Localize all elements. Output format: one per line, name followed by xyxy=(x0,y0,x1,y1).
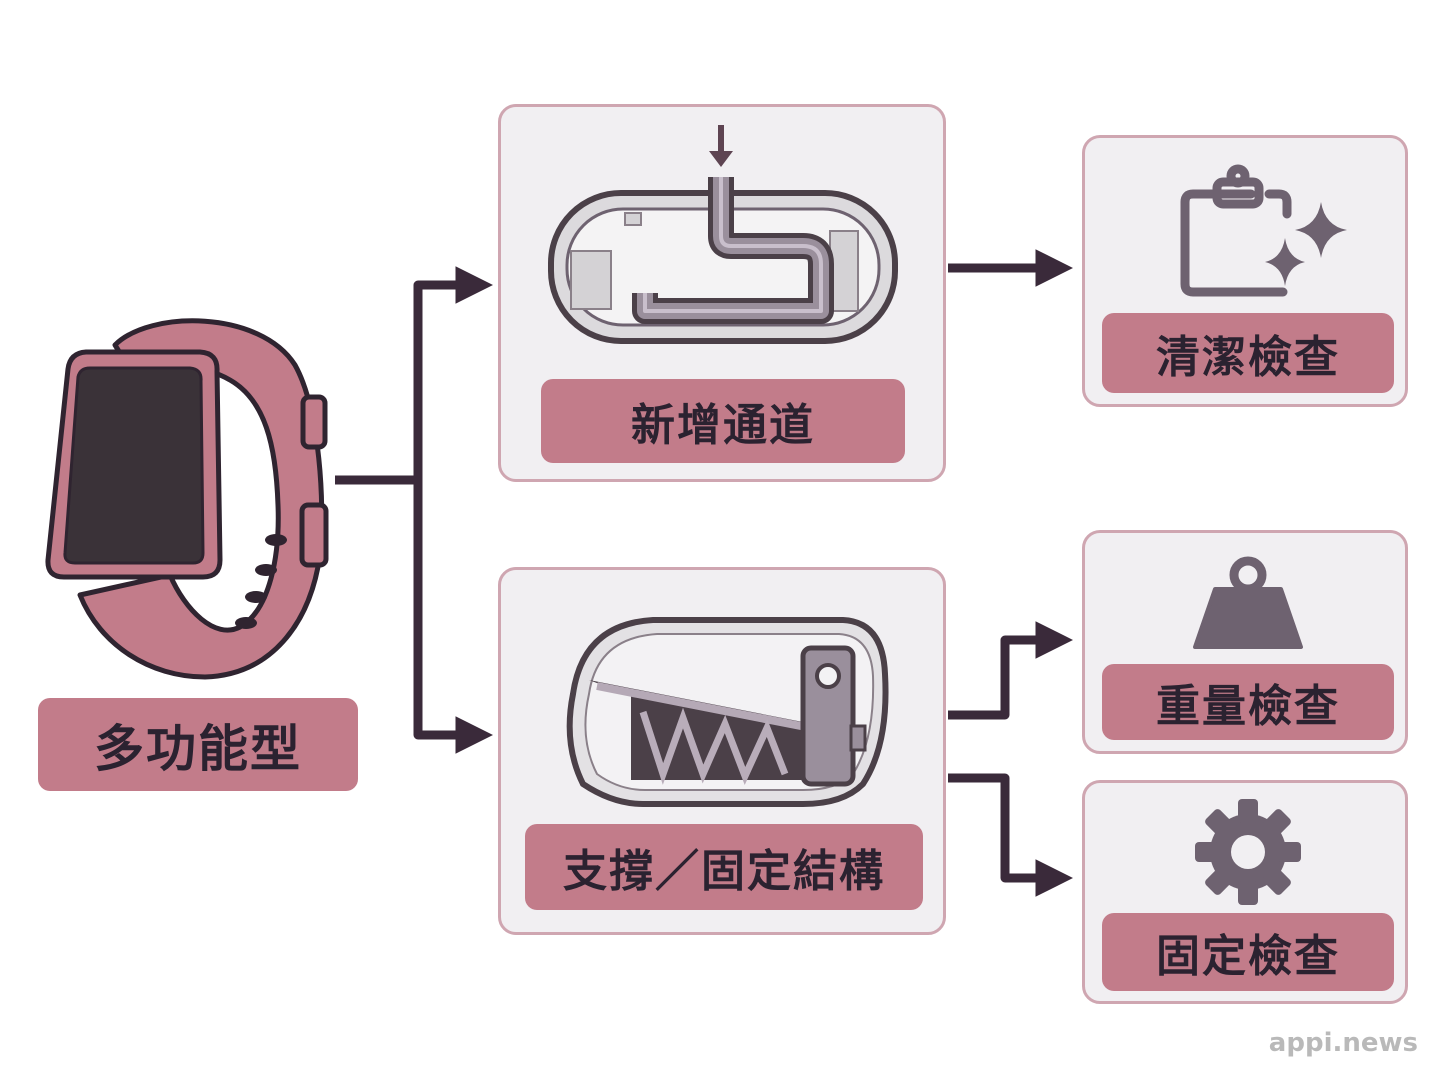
support-structure-icon xyxy=(566,617,889,807)
clean-check-card: 清潔檢查 xyxy=(1082,135,1408,407)
arrow-support-to-fix xyxy=(948,773,1074,897)
arrow-root-to-channel xyxy=(335,266,494,485)
arrow-root-to-support xyxy=(413,480,494,754)
gear-icon xyxy=(1195,799,1301,905)
watermark: appi.news xyxy=(1268,1028,1418,1058)
fix-check-label: 固定檢查 xyxy=(1102,913,1394,991)
weight-icon xyxy=(1193,556,1303,649)
arrow-support-to-weight xyxy=(948,621,1074,720)
support-card: 支撐／固定結構 xyxy=(498,567,946,935)
clean-check-label: 清潔檢查 xyxy=(1102,313,1394,393)
smartwatch-icon xyxy=(45,318,329,680)
internal-channel-icon xyxy=(548,125,898,344)
clipboard-sparkle-icon xyxy=(1180,164,1347,297)
weight-check-label: 重量檢查 xyxy=(1102,664,1394,740)
channel-label: 新增通道 xyxy=(541,379,905,463)
channel-card: 新增通道 xyxy=(498,104,946,482)
support-label: 支撐／固定結構 xyxy=(525,824,923,910)
root-label: 多功能型 xyxy=(38,698,358,791)
fix-check-card: 固定檢查 xyxy=(1082,780,1408,1004)
weight-check-card: 重量檢查 xyxy=(1082,530,1408,754)
